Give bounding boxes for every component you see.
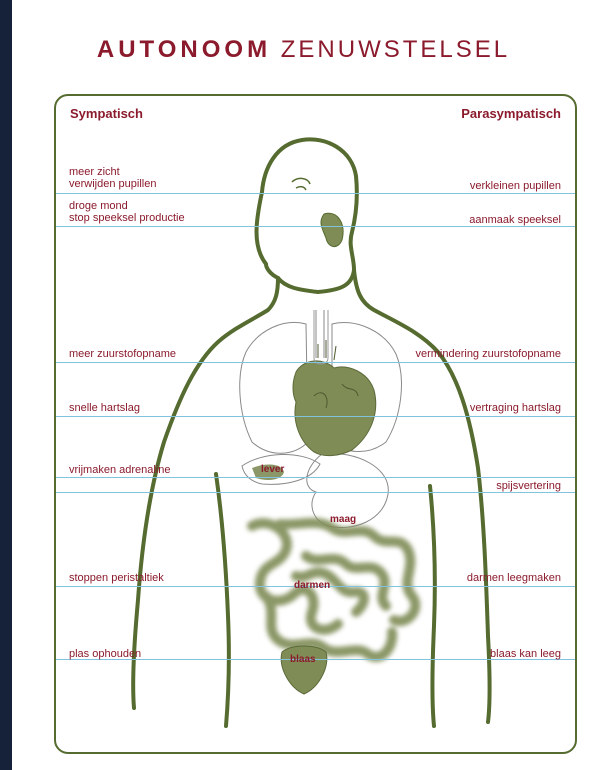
intestines bbox=[252, 523, 415, 657]
header-parasympathetic: Parasympatisch bbox=[461, 106, 561, 121]
heart bbox=[293, 361, 376, 456]
label-sympathetic: plas ophouden bbox=[69, 648, 141, 660]
title-light: ZENUWSTELSEL bbox=[281, 36, 510, 63]
label-sympathetic: stop speeksel productie bbox=[69, 212, 185, 224]
label-sympathetic: droge mond bbox=[69, 200, 128, 212]
ear bbox=[321, 213, 343, 246]
label-sympathetic: meer zuurstofopname bbox=[69, 348, 176, 360]
guide-line bbox=[56, 492, 575, 493]
guide-line bbox=[56, 193, 575, 194]
guide-line bbox=[56, 477, 575, 478]
diagram-frame: Sympatisch Parasympatisch meer zicht ver… bbox=[54, 94, 577, 754]
label-sympathetic: vrijmaken adrenaline bbox=[69, 464, 171, 476]
organ-label-bladder: blaas bbox=[290, 654, 316, 665]
title-bold: AUTONOOM bbox=[97, 36, 271, 63]
label-sympathetic: stoppen peristaltiek bbox=[69, 572, 164, 584]
label-sympathetic: snelle hartslag bbox=[69, 402, 140, 414]
label-parasympathetic: aanmaak speeksel bbox=[469, 214, 561, 226]
poster-title: AUTONOOM ZENUWSTELSEL bbox=[12, 36, 595, 64]
label-parasympathetic: blaas kan leeg bbox=[490, 648, 561, 660]
guide-line bbox=[56, 362, 575, 363]
eye bbox=[292, 178, 310, 190]
label-parasympathetic: verkleinen pupillen bbox=[470, 180, 561, 192]
guide-line bbox=[56, 416, 575, 417]
label-parasympathetic: vermindering zuurstofopname bbox=[415, 348, 561, 360]
label-sympathetic: meer zicht bbox=[69, 166, 120, 178]
poster: AUTONOOM ZENUWSTELSEL bbox=[12, 0, 595, 770]
organ-label-intestines: darmen bbox=[294, 580, 330, 591]
label-parasympathetic: spijsvertering bbox=[496, 480, 561, 492]
organ-label-stomach: maag bbox=[330, 514, 356, 525]
label-sympathetic: verwijden pupillen bbox=[69, 178, 156, 190]
header-sympathetic: Sympatisch bbox=[70, 106, 143, 121]
organ-label-liver: lever bbox=[261, 464, 284, 475]
label-parasympathetic: vertraging hartslag bbox=[470, 402, 561, 414]
guide-line bbox=[56, 226, 575, 227]
label-parasympathetic: darmen leegmaken bbox=[467, 572, 561, 584]
